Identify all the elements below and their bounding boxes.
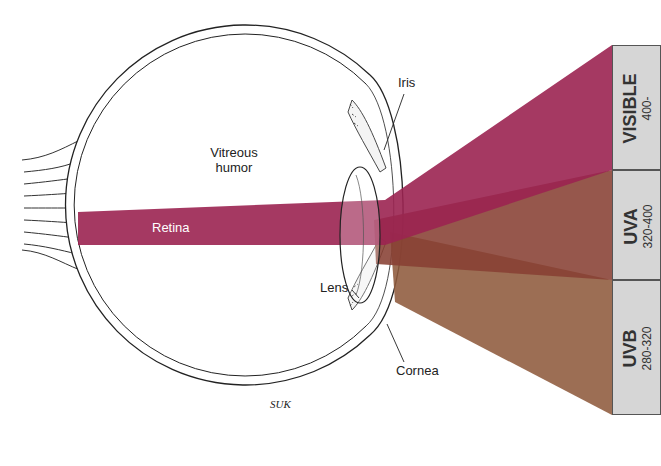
wavelength-box: VISIBLE400-: [612, 45, 661, 170]
region-label: Vitreous humor: [198, 146, 270, 176]
eyeball-outline: [66, 25, 404, 385]
wavelength-range: 320-400: [641, 204, 654, 248]
part-label: Iris: [398, 76, 415, 91]
part-label: Retina: [152, 221, 190, 236]
rotated-text-frame: UVA320-400: [613, 171, 661, 280]
band-name: VISIBLE: [621, 74, 641, 144]
part-label: Cornea: [396, 364, 439, 379]
wavelength-range: 400-: [641, 96, 654, 120]
wavelength-box: UVA320-400: [612, 170, 661, 280]
signature: SUK: [270, 398, 291, 411]
band-name: UVA: [621, 208, 641, 245]
lens-detail: [356, 175, 364, 295]
rotated-text-frame: UVB280-320: [613, 281, 661, 415]
part-label: Lens: [320, 281, 348, 296]
band-name: UVB: [621, 330, 641, 368]
light-bands: [78, 45, 612, 415]
leader-lines: [352, 94, 404, 362]
wavelength-box: UVB280-320: [612, 280, 661, 415]
rotated-text-frame: VISIBLE400-: [613, 46, 661, 170]
wavelength-range: 280-320: [641, 326, 654, 370]
